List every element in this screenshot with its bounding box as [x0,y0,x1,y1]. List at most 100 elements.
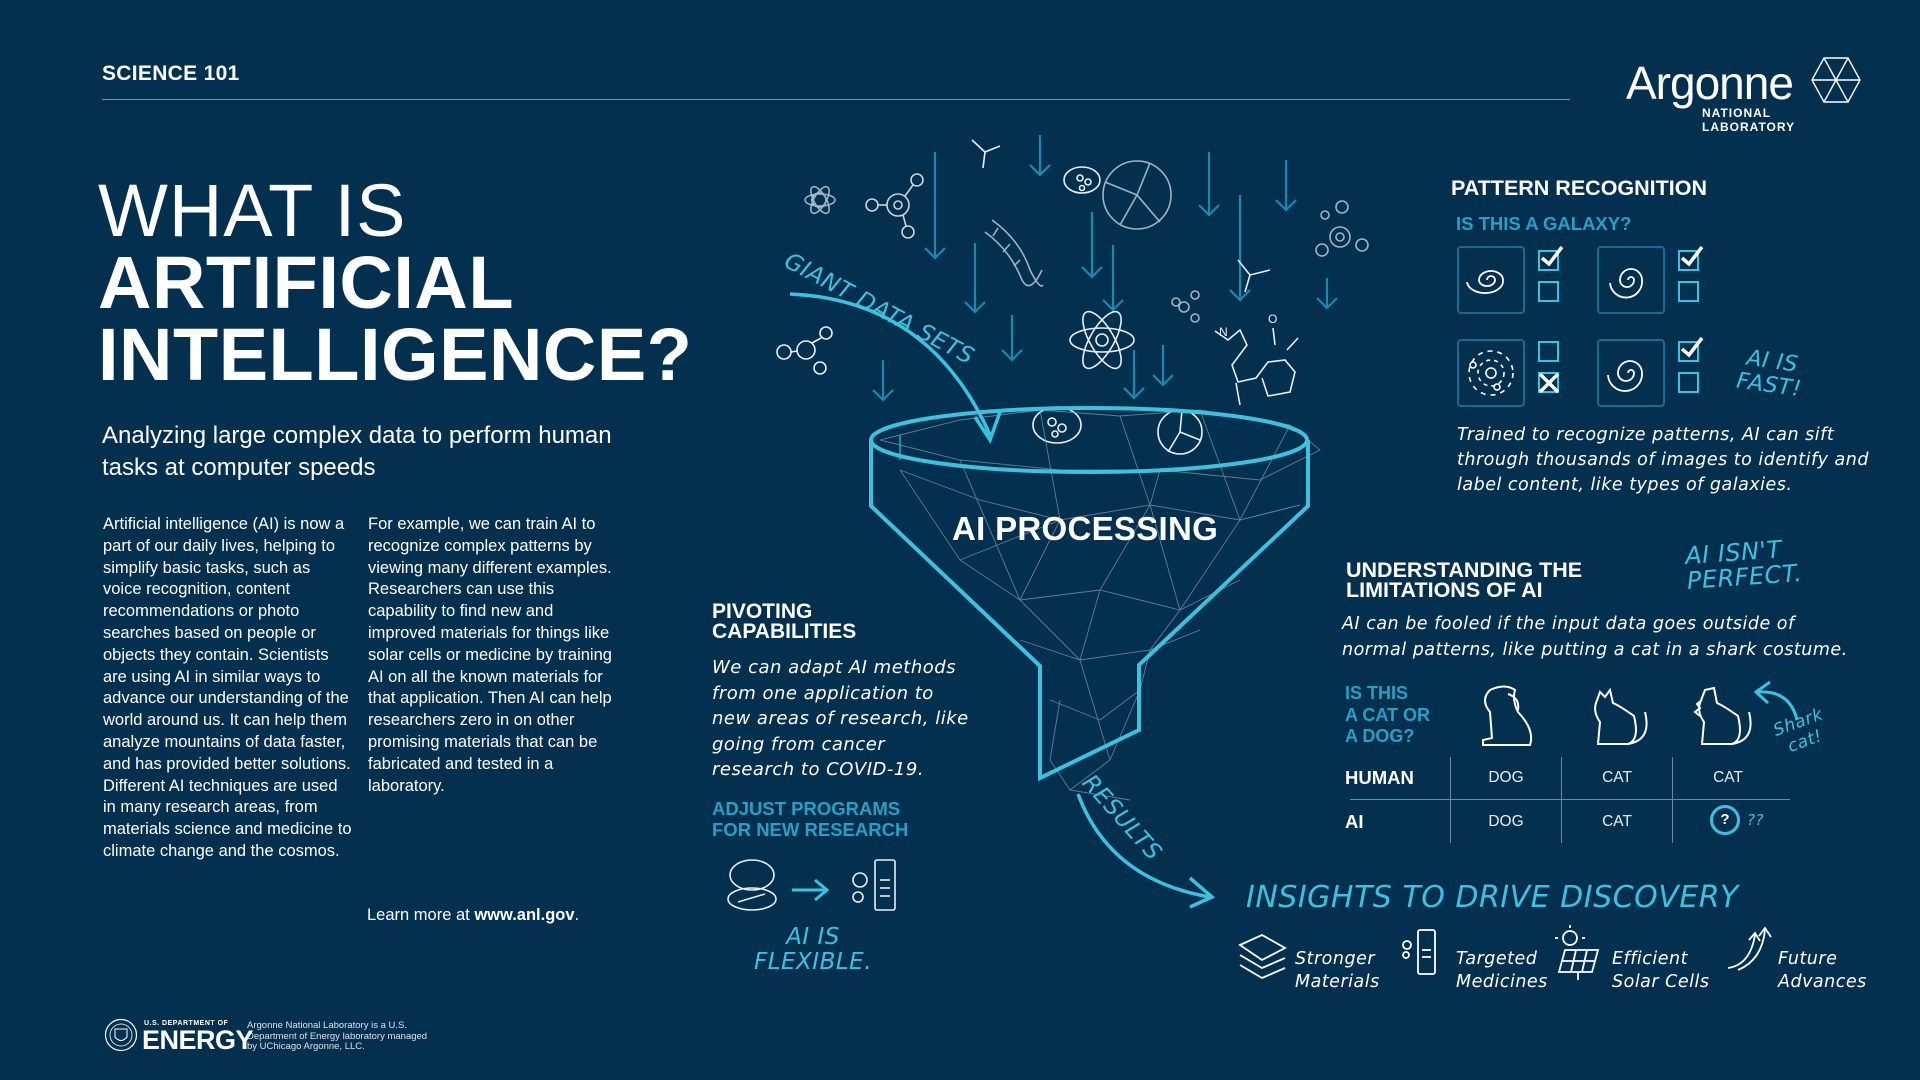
header-divider [102,99,1570,100]
argonne-logo[interactable]: Argonne NATIONAL LABORATORY [1626,56,1866,134]
galaxy-image-2 [1597,246,1665,314]
insight-line-1: Efficient [1612,949,1688,969]
title-line-1: WHAT IS [98,169,407,252]
down-arrow-icon [1316,278,1338,310]
galaxy-3-no-checkbox[interactable] [1538,372,1560,394]
pivoting-heading-line-2: CAPABILITIES [712,620,857,643]
galaxy-question: IS THIS A GALAXY? [1456,213,1632,234]
down-arrow-icon [1229,195,1251,302]
insight-line-2: Solar Cells [1612,972,1710,992]
subtitle: Analyzing large complex data to perform … [102,422,612,481]
dna-icon [984,219,1044,287]
down-arrow-icon [1029,135,1051,177]
shark-cat-icon [1693,686,1752,745]
galaxy-4-yes-checkbox[interactable] [1678,336,1704,362]
insight-line-2: Materials [1295,972,1380,992]
insights-heading: INSIGHTS TO DRIVE DISCOVERY [1246,880,1739,915]
bacteria-icon [1063,166,1101,194]
bacteria-pill-icon [727,859,777,911]
spiral-galaxy-icon [1609,268,1643,299]
body-column-2: For example, we can train AI to recogniz… [368,515,612,795]
down-arrow-icon [1123,350,1145,400]
insight-line-2: Advances [1778,972,1867,992]
galaxy-image-4 [1597,339,1665,407]
table-cell: DOG [1488,769,1524,786]
pivoting-heading-line-1: PIVOTING [712,600,813,623]
logo-subtitle: NATIONAL LABORATORY [1702,106,1796,134]
flexible-line-2: FLEXIBLE. [753,949,873,975]
galaxy-1-no-checkbox[interactable] [1538,281,1559,302]
catdog-line-1: IS THIS [1345,683,1409,703]
flexible-line-1: AI IS [786,924,840,950]
falling-data-arrows [872,135,1338,460]
row-label: HUMAN [1345,767,1414,788]
catdog-line-2: A CAT OR [1345,704,1430,725]
pivoting-text: We can adapt AI methods from one applica… [712,657,969,780]
insight-line-1: Targeted [1456,949,1538,969]
table-cell: CAT [1602,813,1632,830]
pivoting-heading: PIVOTING CAPABILITIES [712,600,972,643]
title-line-3: INTELLIGENCE? [98,313,693,396]
molecule-icon [1315,200,1369,257]
galaxy-1-yes-checkbox[interactable] [1538,245,1564,271]
limitations-heading: UNDERSTANDING THE LIMITATIONS OF AI [1346,558,1646,601]
tri-arrow-icon [1237,259,1271,293]
table-cell: DOG [1488,813,1524,830]
down-arrow-icon [964,243,986,314]
galaxy-2-yes-checkbox[interactable] [1678,245,1704,271]
down-arrow-icon [1102,245,1124,312]
galaxy-4-no-checkbox[interactable] [1678,372,1699,393]
down-arrow-icon [1198,152,1220,217]
learn-more: Learn more at www.anl.gov. [367,906,579,925]
table-cell: CAT [1713,769,1743,786]
table-divider [1450,757,1451,843]
ai-processing-label: AI PROCESSING [952,510,1219,547]
svg-text:O: O [1268,312,1277,326]
molecule-icon [776,326,833,375]
galaxy-image-3 [1457,339,1525,407]
ai-is-fast-callout: AI IS FAST! [1735,346,1806,403]
layers-icon [1238,933,1287,980]
adjust-line-1: ADJUST PROGRAMS [712,798,901,819]
catdog-line-3: A DOG? [1345,726,1415,746]
shark-cat-callout: Shark cat! [1771,704,1833,759]
table-divider [1672,757,1673,843]
down-arrow-icon [1081,212,1103,279]
confused-marks: ?? [1747,811,1764,829]
doe-wordmark: ENERGY [142,1025,254,1055]
spiral-galaxy-icon [1607,360,1643,392]
kicker-label: SCIENCE 101 [102,62,240,85]
ai-isnt-perfect-callout: AI ISN'T PERFECT. [1684,535,1804,595]
adjust-programs-heading: ADJUST PROGRAMS FOR NEW RESEARCH [712,798,952,840]
x-mark-icon [1538,372,1560,394]
title-line-2: ARTIFICIAL [98,241,515,324]
learn-more-prefix: Learn more at [367,906,475,924]
pie-chart-icon [1102,160,1172,230]
checkmark-icon [1680,336,1704,358]
molecule-icon [811,173,924,239]
giant-data-sets-label: GIANT DATA SETS [779,248,979,370]
down-arrow-icon [1152,345,1174,387]
virus-vial-icon [852,859,896,911]
body-column-1: Artificial intelligence (AI) is now a pa… [103,515,352,860]
down-arrow-icon [924,152,946,260]
adjust-line-2: FOR NEW RESEARCH [712,819,909,840]
solar-system-icon [1468,350,1514,396]
insight-line-1: Stronger [1295,949,1376,969]
checkmark-icon [1540,245,1564,267]
row-label: AI [1345,811,1364,832]
doe-logo: U.S. DEPARTMENT OF ENERGY Argonne Nation… [104,1016,444,1056]
pivot-arrow-icon [792,878,830,902]
pie-chart-icon [1157,409,1203,455]
ai-is-flexible-callout: AI IS FLEXIBLE. [738,925,888,975]
pattern-recognition-heading: PATTERN RECOGNITION [1451,176,1708,200]
perfect-line-2: PERFECT. [1686,558,1804,595]
limitations-line-1: UNDERSTANDING THE [1346,558,1583,582]
galaxy-image-1 [1457,246,1525,314]
chemical-structure-icon: NO [1214,312,1299,406]
cat-or-dog-question: IS THIS A CAT OR A DOG? [1345,683,1455,748]
galaxy-3-yes-checkbox[interactable] [1538,341,1559,362]
galaxy-2-no-checkbox[interactable] [1678,281,1699,302]
learn-more-link[interactable]: www.anl.gov [474,906,575,924]
